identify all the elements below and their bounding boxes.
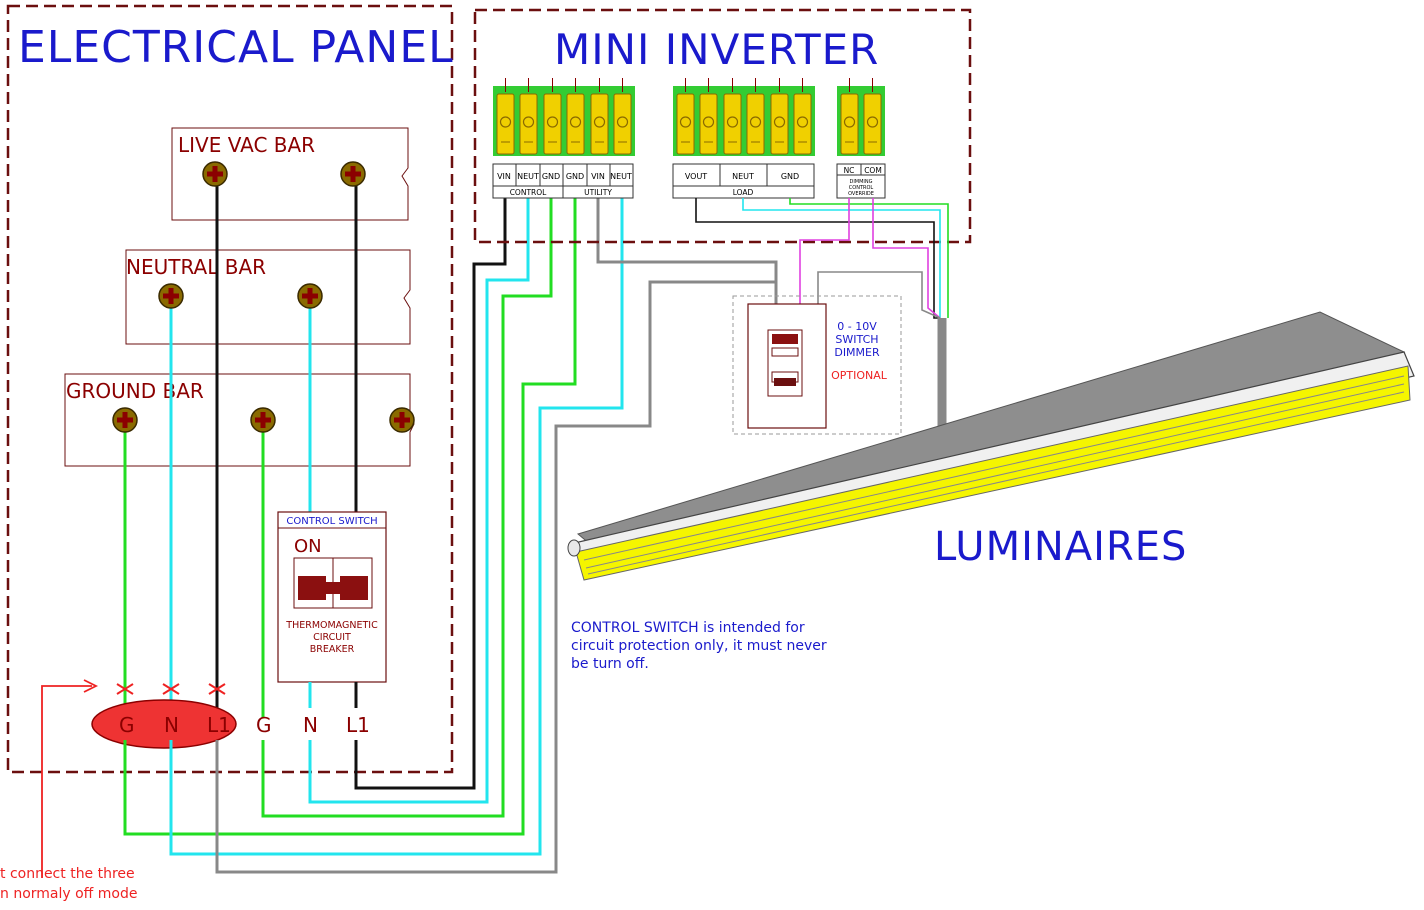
ground-wire [123, 194, 577, 836]
warning-line2: n normaly off mode [0, 886, 137, 902]
dimmer-optional: OPTIONAL [831, 369, 888, 382]
luminaire-fixture [567, 311, 1415, 581]
terminal-com: COM [864, 166, 882, 175]
oval-g-label: G [119, 713, 135, 737]
ground-bar [64, 373, 415, 467]
gray-wire [817, 271, 941, 319]
terminal-gnd: GND [566, 172, 584, 181]
live-screw-icon [202, 161, 228, 187]
gray-wire [596, 194, 778, 304]
control-switch-title: CONTROL SWITCH [286, 516, 377, 527]
terminal-neut: NEUT [732, 172, 754, 181]
breaker-type-line3: BREAKER [310, 644, 355, 655]
dimmer-line2: SWITCH [835, 333, 878, 346]
dim-wire [872, 198, 941, 319]
utility-group-label: UTILITY [584, 188, 612, 197]
neutral-screw-icon [158, 283, 184, 309]
luminaires-label: LUMINAIRES [934, 524, 1187, 570]
electrical-panel-frame [6, 4, 454, 774]
neutral-bar-label: NEUTRAL BAR [126, 255, 266, 279]
output-n-label: N [303, 713, 318, 737]
dimmer-optional-frame [732, 295, 902, 435]
dimming-label: DIMMING [849, 179, 872, 185]
ground-screw-icon [112, 407, 138, 433]
terminal-block-icon [836, 77, 886, 157]
terminal-block-icon [719, 77, 769, 157]
neutral-wire [308, 194, 530, 804]
output-g-label: G [256, 713, 272, 737]
oval-n-label: N [164, 713, 179, 737]
warning-line1: t connect the three [0, 866, 135, 882]
terminal-block-icon [492, 77, 542, 157]
ground-screw-icon [250, 407, 276, 433]
terminal-vin: VIN [591, 172, 605, 181]
dimmer-line3: DIMMER [834, 346, 880, 359]
load-live-wire [695, 198, 940, 319]
neutral-bar [125, 249, 411, 345]
breaker-type-line1: THERMOMAGNETIC [285, 620, 378, 631]
mini-inverter-title: MINI INVERTER [554, 25, 879, 74]
note-line3: be turn off. [571, 656, 649, 672]
live-screw-icon [340, 161, 366, 187]
neutral-screw-icon [297, 283, 323, 309]
breaker-type-line2: CIRCUIT [313, 632, 351, 643]
terminal-neut: NEUT [517, 172, 539, 181]
dimmer-line1: 0 - 10V [837, 320, 877, 333]
warning-arrow-icon [41, 685, 92, 878]
load-ground-wire [789, 198, 949, 318]
electrical-panel-title: ELECTRICAL PANEL [18, 22, 454, 73]
live-vac-bar [171, 127, 409, 221]
cross-mark-icons [116, 683, 226, 695]
breaker-toggle-icon [298, 576, 368, 600]
note-line2: circuit protection only, it must never [571, 638, 827, 654]
terminal-gnd: GND [781, 172, 799, 181]
control-switch-state: ON [294, 536, 322, 557]
neutral-wire [169, 194, 624, 856]
live-wire [354, 194, 507, 790]
dimming-label: OVERRIDE [848, 191, 874, 197]
load-terminal-label [672, 163, 815, 199]
ground-bar-label: GROUND BAR [66, 379, 204, 403]
output-l1-label: L1 [346, 713, 370, 737]
dim-wire [799, 198, 850, 304]
oval-l1-label: L1 [207, 713, 231, 737]
terminal-neut: NEUT [610, 172, 632, 181]
control-group-label: CONTROL [510, 188, 547, 197]
ground-wire [261, 194, 553, 818]
load-neutral-wire [742, 198, 941, 318]
mini-inverter-frame [473, 8, 972, 244]
terminal-block-icon [672, 77, 722, 157]
do-not-connect-oval [91, 699, 237, 749]
gray-wire [215, 280, 778, 874]
terminal-vin: VIN [497, 172, 511, 181]
load-group-label: LOAD [733, 188, 754, 197]
terminal-vout: VOUT [685, 172, 707, 181]
note-line1: CONTROL SWITCH is intended for [571, 620, 805, 636]
live-vac-bar-label: LIVE VAC BAR [178, 133, 315, 157]
ground-screw-icon [389, 407, 415, 433]
terminal-gnd: GND [542, 172, 560, 181]
dimming-label: CONTROL [849, 185, 874, 191]
terminal-block-icon [539, 77, 589, 157]
terminal-block-icon [766, 77, 816, 157]
terminal-nc: NC [844, 166, 855, 175]
terminal-block-icon [586, 77, 636, 157]
